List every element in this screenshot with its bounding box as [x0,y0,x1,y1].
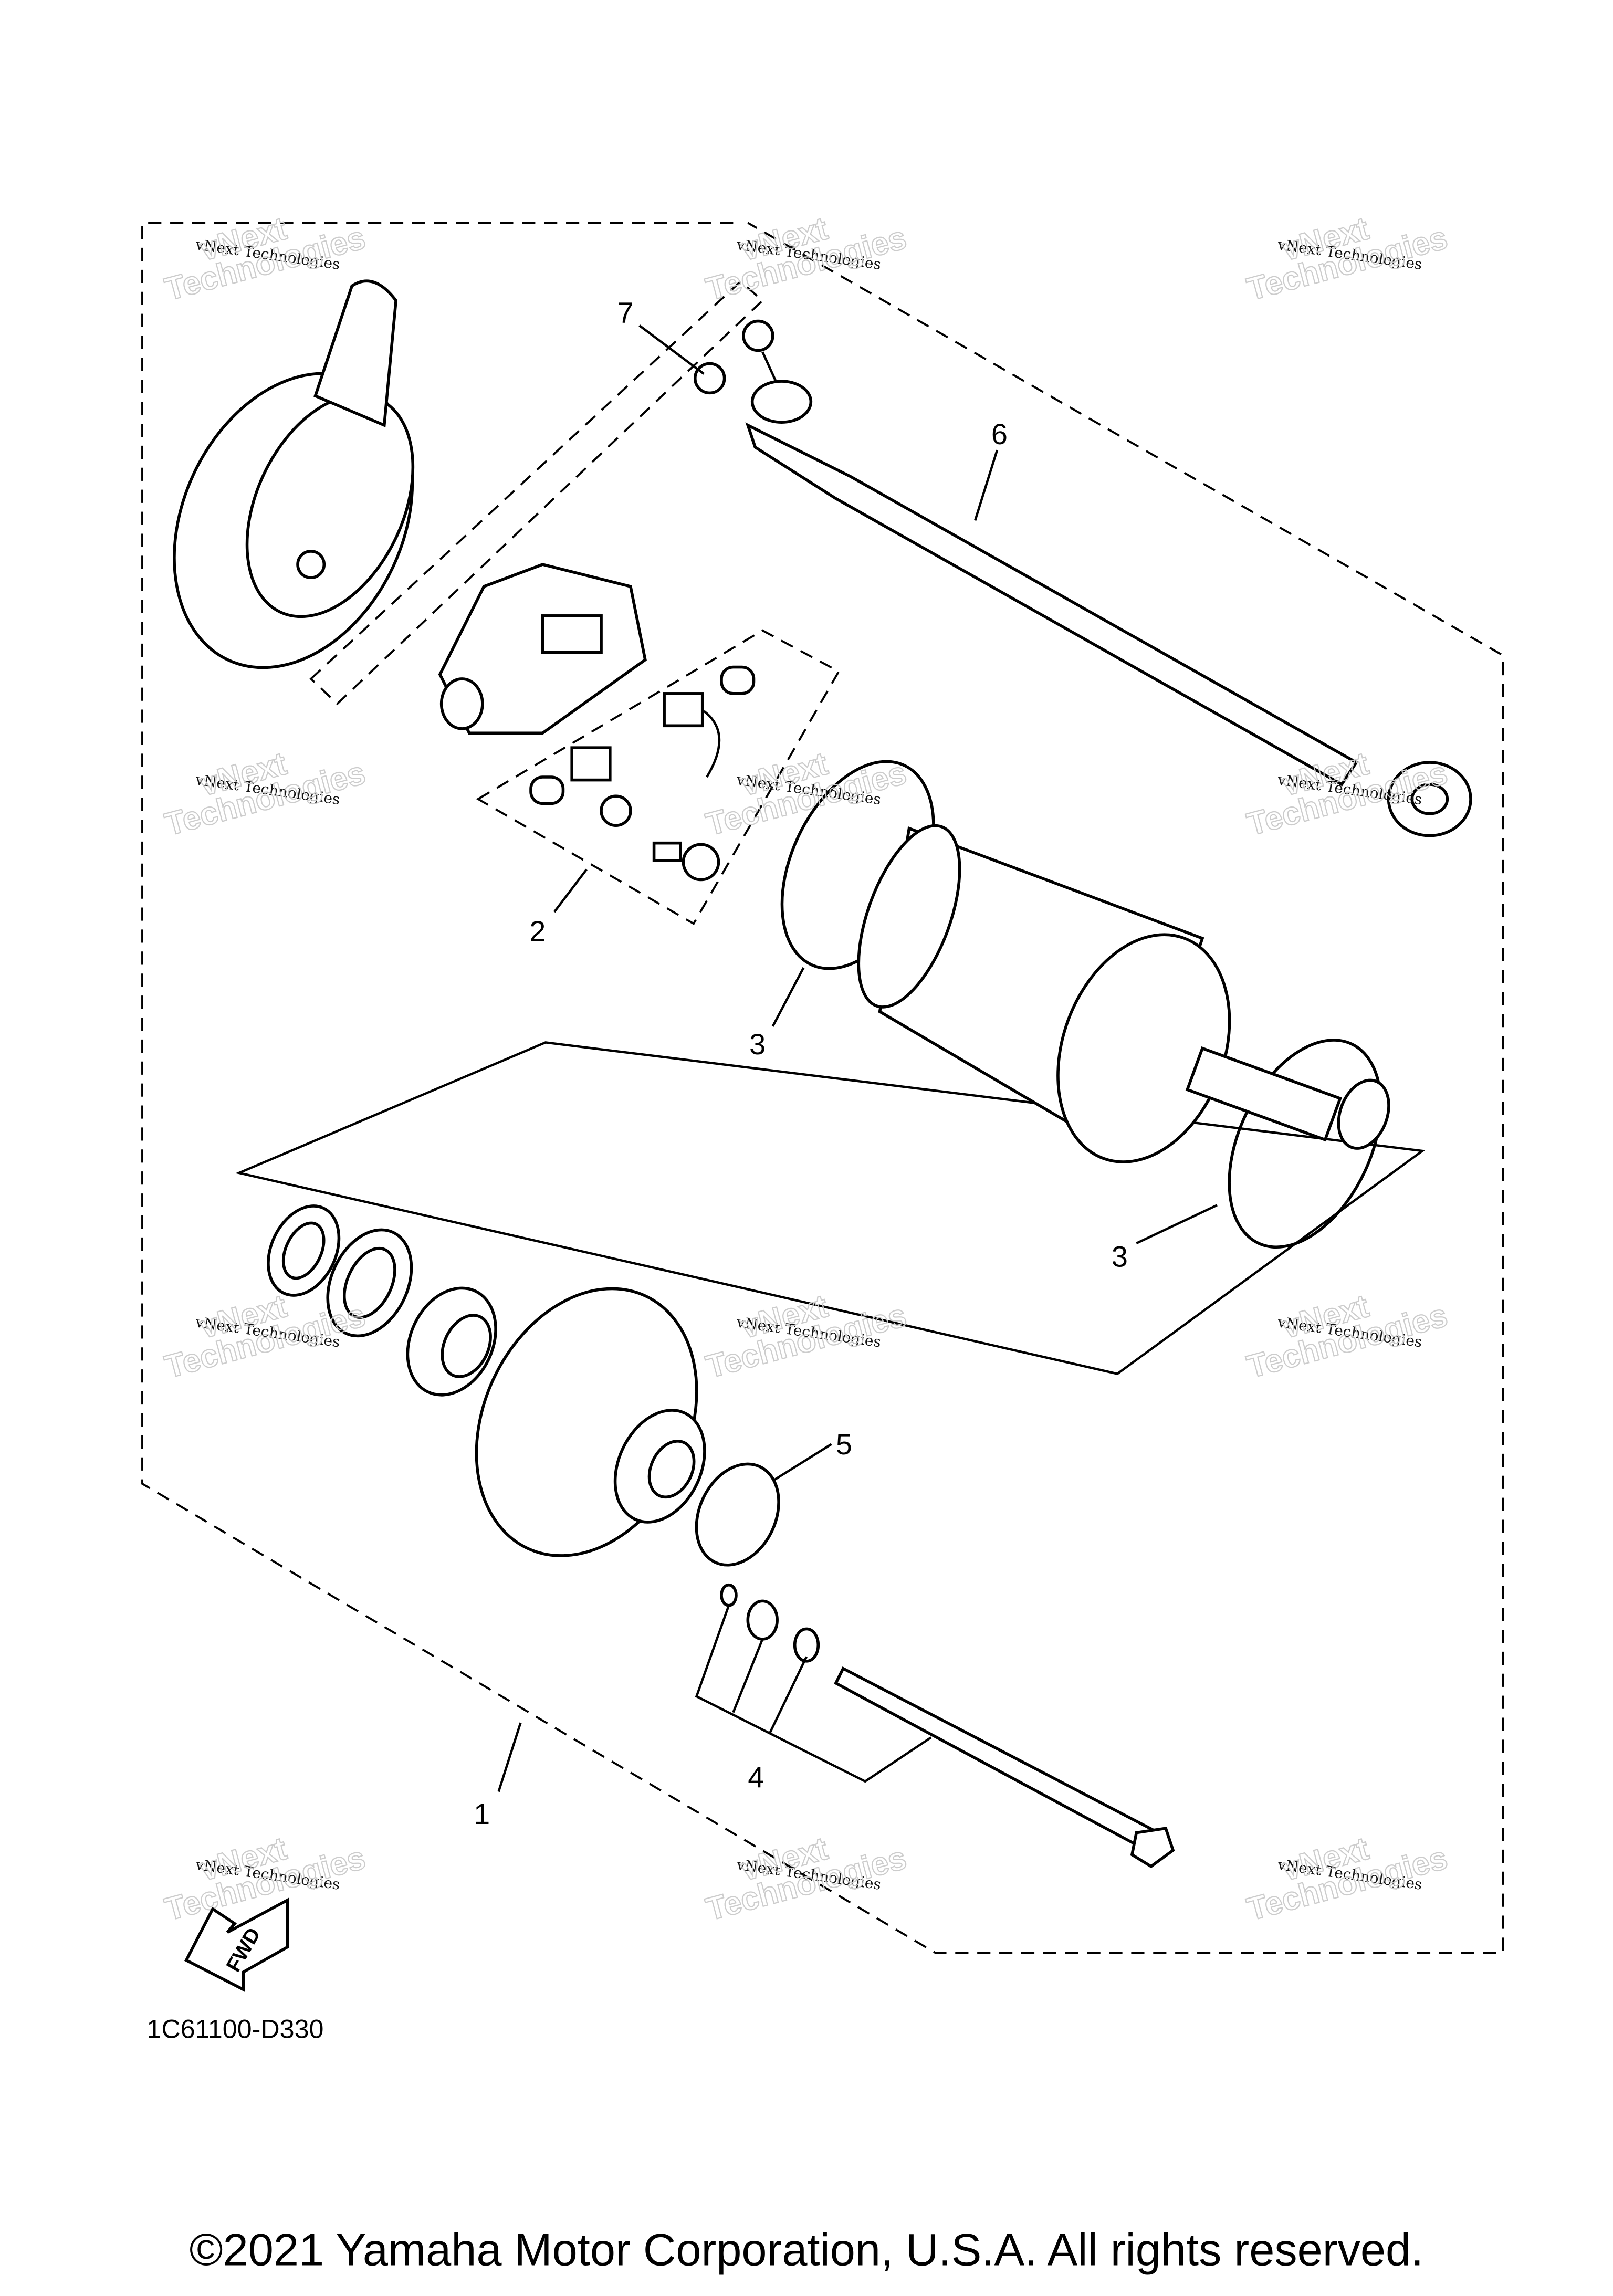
armature-yoke-part [857,824,1390,1163]
o-ring-part [1228,1039,1382,1249]
armature-group-boundary [235,1041,1426,1375]
callout-5: 5 [836,1428,852,1461]
front-cover-part [475,1287,706,1557]
callout-6: 6 [991,417,1008,450]
callout-4: 4 [748,1760,764,1794]
diagram-code: 1C61100-D330 [146,2015,323,2044]
brush-kit-boundary [476,629,841,925]
callout-3b: 3 [1112,1240,1128,1273]
bracket-group-boundary [309,280,764,706]
brush-kit-parts [529,665,756,882]
brush-holder-part [438,563,647,735]
fwd-arrow-icon: FWD [184,1897,289,1992]
rear-cover-part [173,279,415,669]
lead-wire-part [742,319,1472,837]
assembly-boundary [141,222,1504,1954]
callout-7: 7 [617,296,634,329]
callout-2: 2 [529,915,546,948]
bolt-set-parts [720,1583,1175,1869]
washers-bearing-parts [267,1204,497,1397]
nut-part [693,362,726,395]
o-ring-small-part [695,1462,780,1567]
leader-lines [497,324,1218,1792]
copyright-notice: ©2021 Yamaha Motor Corporation, U.S.A. A… [190,2225,1423,2275]
callout-3a: 3 [749,1028,766,1061]
callout-1: 1 [474,1797,490,1830]
